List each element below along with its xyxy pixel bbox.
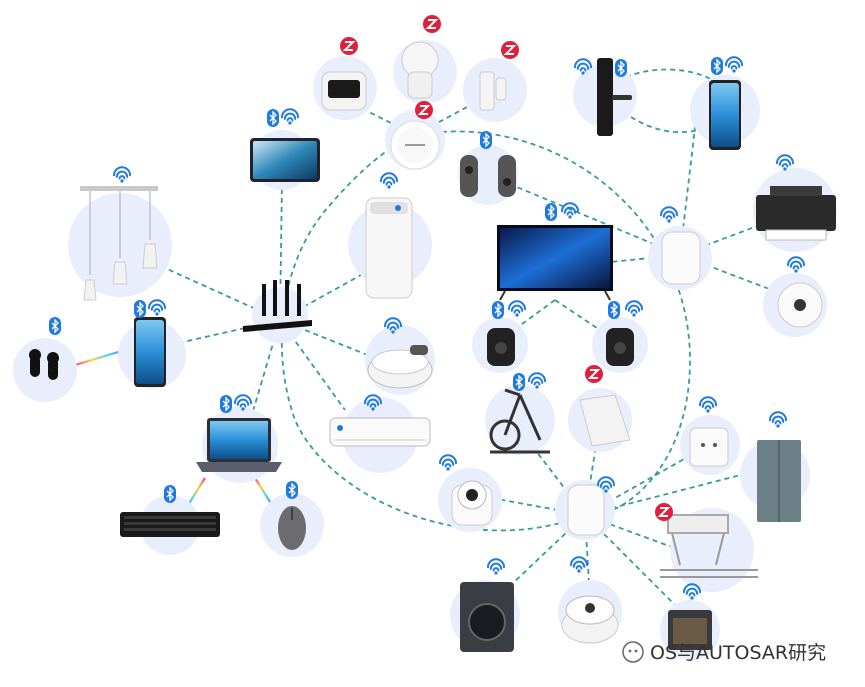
oven xyxy=(668,610,712,650)
bluetooth-icon xyxy=(480,131,492,149)
printer xyxy=(756,186,836,241)
bluetooth-icon xyxy=(134,300,146,318)
smart-switch-round xyxy=(777,282,823,328)
smart-home-hub-bottom xyxy=(567,484,605,536)
bluetooth-icon xyxy=(615,59,627,77)
temp-humidity-sensor xyxy=(321,71,367,111)
zigbee-icon xyxy=(340,37,358,55)
zigbee-gateway xyxy=(390,120,440,170)
bluetooth-icon xyxy=(492,301,504,319)
wifi-icon xyxy=(113,166,131,183)
smartphone-left xyxy=(134,317,166,387)
wifi-icon xyxy=(699,396,717,413)
wifi-icon xyxy=(769,411,787,428)
bluetooth-icon xyxy=(545,203,557,221)
wifi-icon xyxy=(625,300,643,317)
mouse xyxy=(278,506,306,550)
bluetooth-icon xyxy=(49,317,61,335)
wifi-icon xyxy=(487,558,505,575)
wifi-router xyxy=(243,280,312,332)
laptop xyxy=(196,418,282,472)
bluetooth-icon xyxy=(220,395,232,413)
smart-speaker-left xyxy=(487,328,515,366)
wifi-icon xyxy=(725,56,743,73)
watermark-text: OS与AUTOSAR研究 xyxy=(650,642,827,664)
smart-speaker-right xyxy=(606,328,634,366)
bluetooth-icon xyxy=(286,481,298,499)
wifi-icon xyxy=(683,583,701,600)
keyboard xyxy=(120,512,220,537)
wifi-icon xyxy=(439,454,457,471)
bluetooth-icon xyxy=(711,57,723,75)
wifi-icon xyxy=(528,372,546,389)
wifi-icon xyxy=(597,476,615,493)
exercise-bike xyxy=(489,388,550,454)
watermark: OS与AUTOSAR研究 xyxy=(622,638,826,665)
refrigerator xyxy=(757,440,801,522)
bluetooth-icon xyxy=(267,109,279,127)
smart-tv xyxy=(497,225,613,301)
rice-cooker xyxy=(561,595,619,644)
smart-plug xyxy=(689,427,729,467)
zigbee-icon xyxy=(423,15,441,33)
washing-machine xyxy=(460,582,514,652)
wifi-icon xyxy=(570,556,588,573)
wifi-icon xyxy=(574,58,592,75)
wifi-icon xyxy=(234,394,252,411)
earbuds xyxy=(29,349,59,380)
bluetooth-icon xyxy=(608,301,620,319)
wifi-icon xyxy=(380,172,398,189)
zigbee-icon xyxy=(415,101,433,119)
smart-door-lock xyxy=(597,58,632,136)
pendant-lights xyxy=(80,186,158,301)
zigbee-icon xyxy=(501,41,519,59)
air-conditioner xyxy=(329,417,431,447)
bluetooth-icon xyxy=(513,373,525,391)
wifi-icon xyxy=(787,256,805,273)
smart-camera xyxy=(451,480,493,526)
wifi-icon xyxy=(660,206,678,223)
wifi-icon xyxy=(776,154,794,171)
motion-sensor xyxy=(401,41,439,99)
wall-panel xyxy=(579,394,631,447)
wifi-icon xyxy=(364,394,382,411)
wifi-icon xyxy=(281,108,299,125)
wifi-icon xyxy=(508,300,526,317)
zigbee-icon xyxy=(655,503,673,521)
wifi-icon xyxy=(384,317,402,334)
zigbee-icon xyxy=(585,365,603,383)
smart-home-hub-right xyxy=(661,231,701,285)
clothes-drying-rack xyxy=(660,514,758,578)
robot-vacuum xyxy=(367,345,433,389)
bluetooth-icon xyxy=(164,485,176,503)
wifi-icon xyxy=(148,299,166,316)
air-purifier xyxy=(365,197,413,299)
wechat-logo-icon xyxy=(622,640,644,663)
badges xyxy=(49,15,805,600)
tablet xyxy=(250,138,320,182)
wifi-icon xyxy=(561,202,579,219)
smartphone-right xyxy=(709,80,741,150)
door-sensor xyxy=(479,71,507,111)
game-controllers xyxy=(460,155,516,197)
